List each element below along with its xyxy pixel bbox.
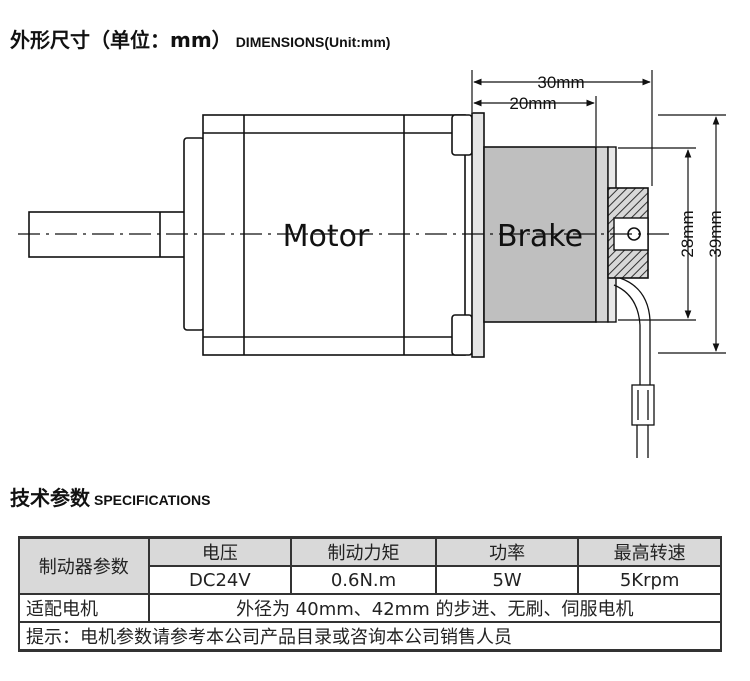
spec-table: 制动器参数 电压 制动力矩 功率 最高转速 DC24V 0.6N.m 5W 5K… bbox=[18, 536, 723, 652]
brake-params-label: 制动器参数 bbox=[18, 536, 150, 595]
note-text: 提示：电机参数请参考本公司产品目录或咨询本公司销售人员 bbox=[18, 621, 722, 652]
motor-label: Motor bbox=[283, 219, 370, 254]
dimension-lines bbox=[471, 70, 726, 354]
dimension-28mm: 28mm bbox=[678, 210, 697, 257]
header-power: 功率 bbox=[434, 536, 580, 567]
spec-header-row: 制动器参数 电压 制动力矩 功率 最高转速 bbox=[18, 536, 722, 595]
note-row: 提示：电机参数请参考本公司产品目录或咨询本公司销售人员 bbox=[18, 621, 722, 652]
value-power: 5W bbox=[434, 565, 580, 595]
brake-label: Brake bbox=[497, 219, 583, 254]
header-max-speed: 最高转速 bbox=[577, 536, 722, 567]
value-max-speed: 5Krpm bbox=[577, 565, 722, 595]
value-torque: 0.6N.m bbox=[290, 565, 437, 595]
compat-label: 适配电机 bbox=[18, 593, 150, 623]
specifications-title-en: SPECIFICATIONS bbox=[94, 492, 211, 508]
dimension-drawing: Motor Brake 30mm 20mm 28mm 39mm bbox=[18, 70, 726, 458]
spec-value-row: DC24V 0.6N.m 5W 5Krpm bbox=[19, 565, 722, 595]
dimension-20mm: 20mm bbox=[509, 94, 556, 113]
dimensions-title-en: DIMENSIONS(Unit:mm) bbox=[235, 34, 391, 50]
value-voltage: DC24V bbox=[147, 565, 293, 595]
specifications-title-cn: 技术参数 bbox=[10, 486, 90, 510]
header-torque: 制动力矩 bbox=[290, 536, 437, 567]
motor-rear-cap bbox=[451, 112, 485, 358]
header-voltage: 电压 bbox=[147, 536, 293, 567]
compat-row: 适配电机 外径为 40mm、42mm 的步进、无刷、伺服电机 bbox=[18, 593, 723, 623]
brake-hub bbox=[607, 187, 649, 279]
dimensions-heading: 外形尺寸（单位：mm）DIMENSIONS(Unit:mm) bbox=[10, 24, 390, 53]
compat-value: 外径为 40mm、42mm 的步进、无刷、伺服电机 bbox=[147, 593, 723, 623]
dimension-39mm: 39mm bbox=[706, 210, 725, 257]
motor-body bbox=[202, 114, 466, 356]
lead-wires bbox=[613, 277, 655, 458]
dimensions-title-cn: 外形尺寸（单位：mm） bbox=[10, 28, 232, 52]
dimension-30mm: 30mm bbox=[537, 73, 584, 92]
